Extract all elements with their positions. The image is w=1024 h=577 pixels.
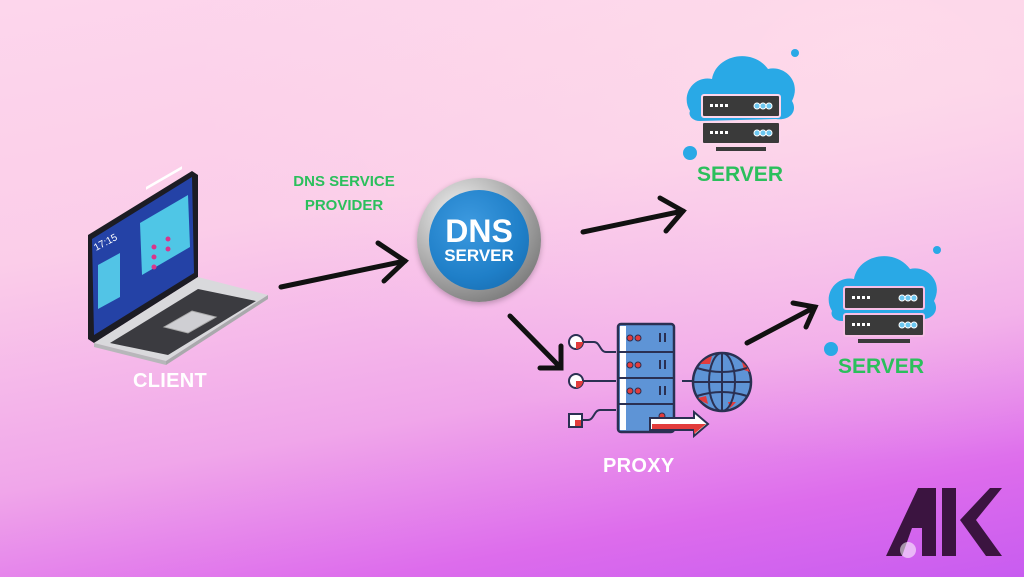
client-label: CLIENT [133,370,208,392]
server-bottom-label: SERVER [838,355,924,378]
dns-badge-icon: DNS SERVER [417,178,541,302]
dns-provider-label-line2: PROVIDER [304,197,384,214]
ak-logo: AK [884,480,1004,560]
laptop-icon: 17:15 [88,166,268,365]
dns-badge-title: DNS [445,213,513,249]
dns-badge-subtitle: SERVER [444,246,514,265]
cloud-server-icon [683,49,799,160]
proxy-server-icon [568,322,710,439]
proxy-label: PROXY [603,455,675,477]
arrow-dns-to-proxy [507,313,564,371]
arrow-proxy-to-server-bottom [744,300,819,346]
cloud-server-icon [824,246,941,356]
globe-icon [691,351,753,413]
arrow-dns-to-server-top [580,195,687,235]
server-top-label: SERVER [697,163,783,186]
dns-provider-label-line1: DNS SERVICE [293,173,395,190]
arrow-client-to-dns [278,240,409,290]
logo-mark-icon [886,488,1002,558]
dns-provider-label: DNS SERVICE PROVIDER [282,170,406,218]
